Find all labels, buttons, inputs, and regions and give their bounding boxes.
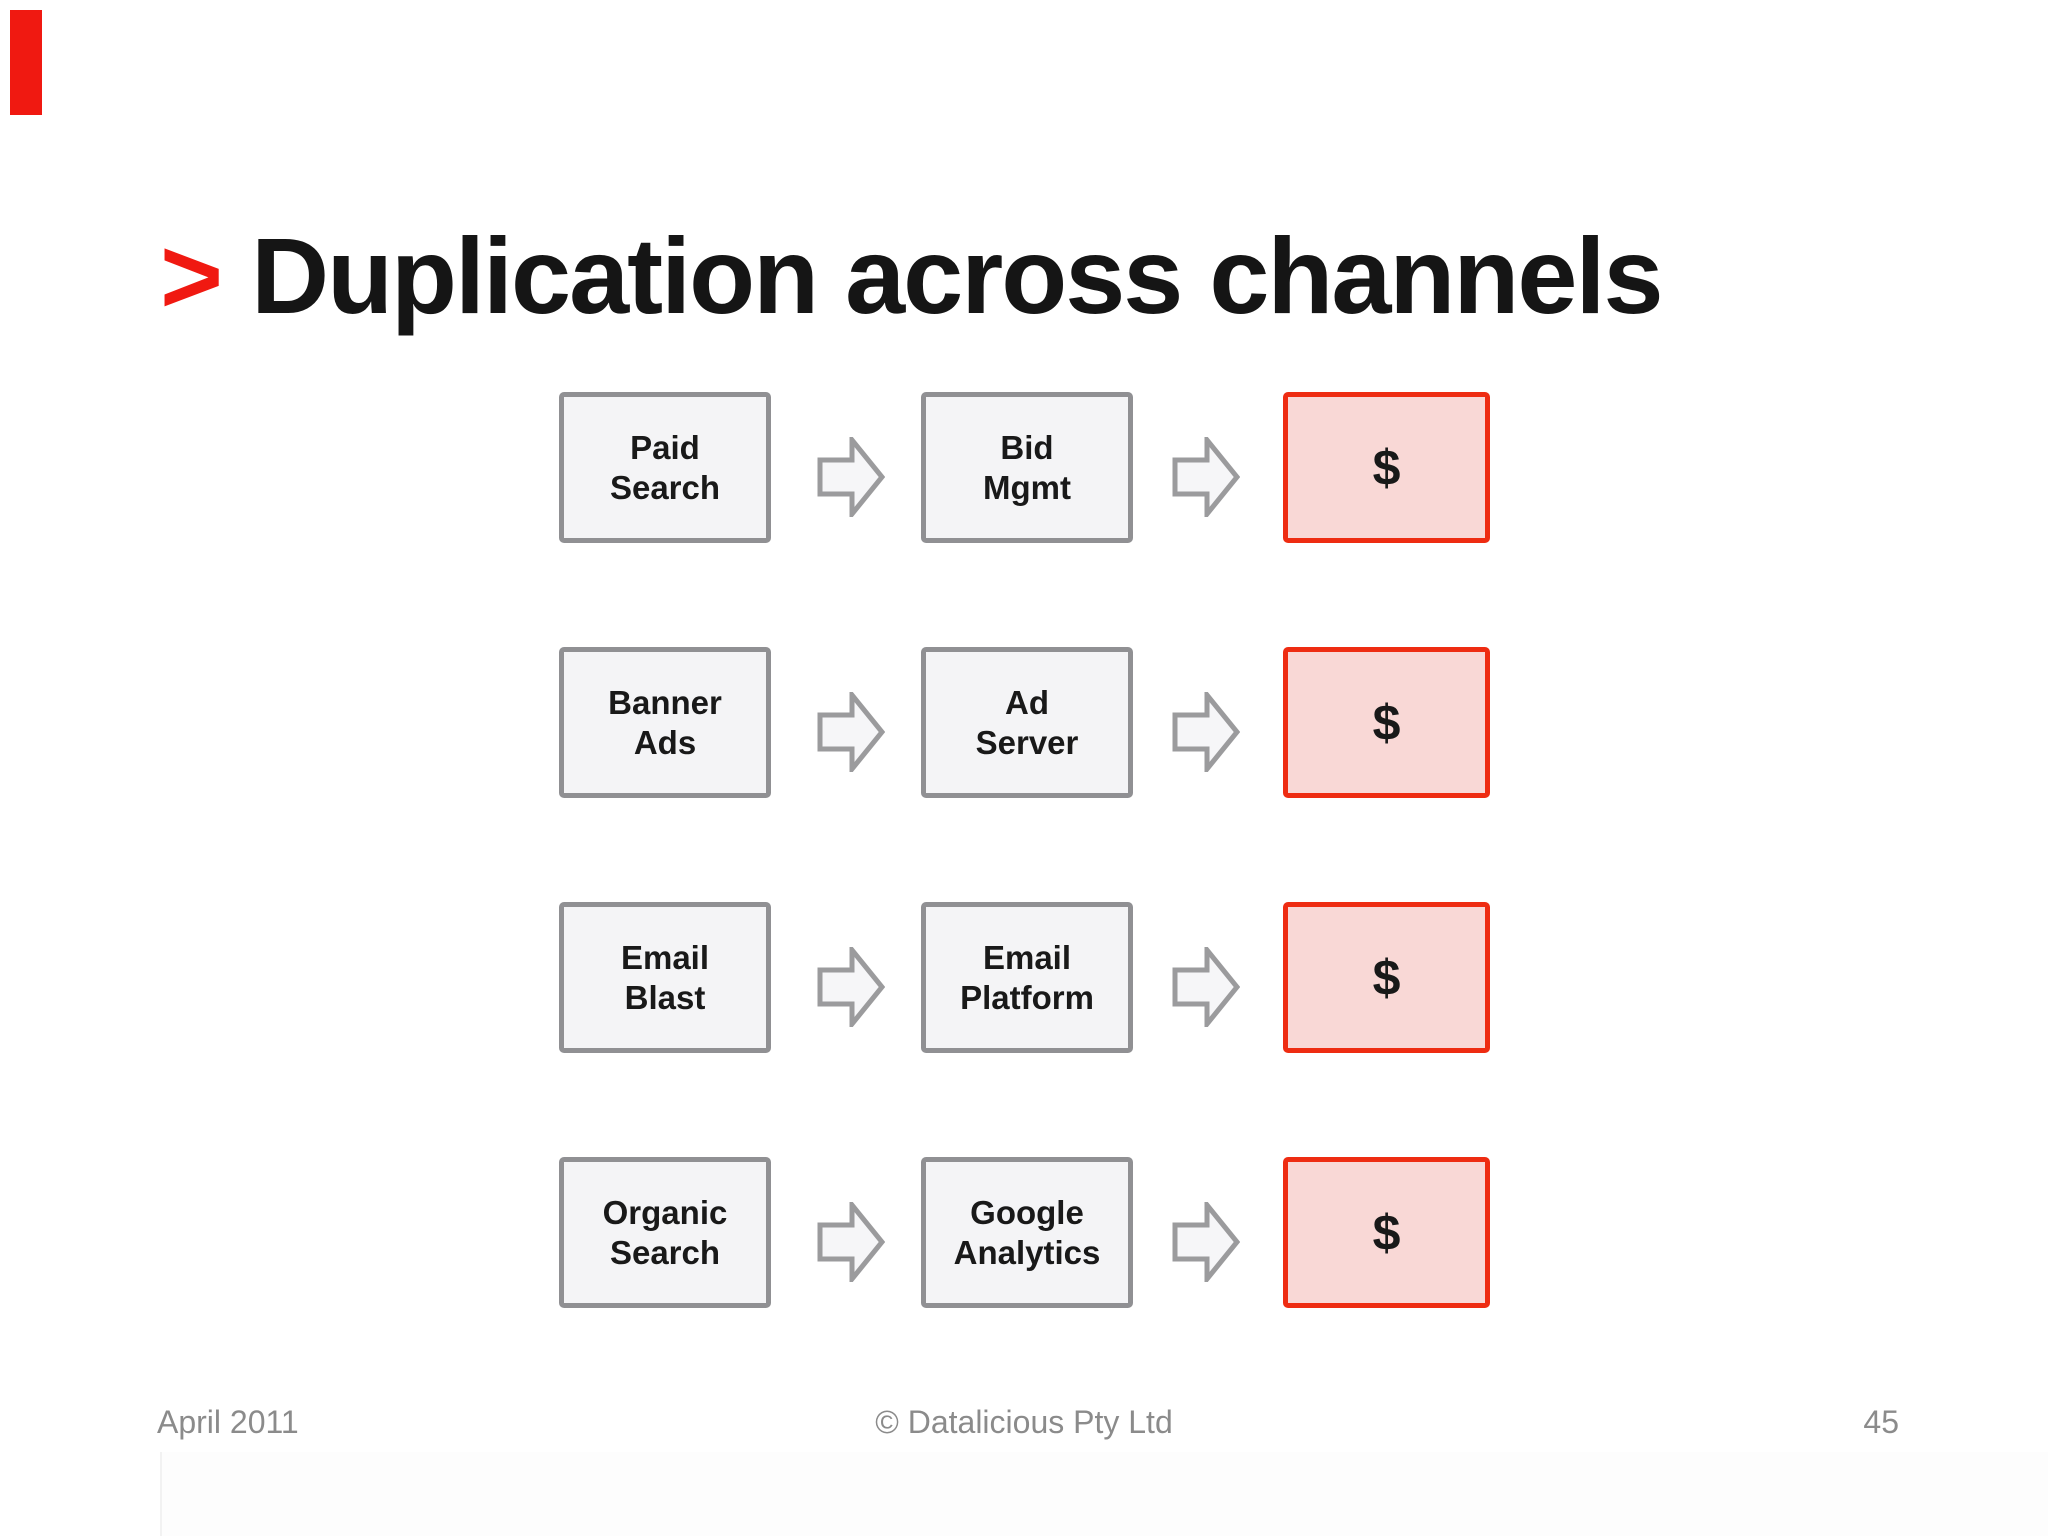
right-arrow-icon xyxy=(817,947,885,1027)
channel-box: Banner Ads xyxy=(559,647,771,798)
flow-row: Paid Search Bid Mgmt $ xyxy=(0,392,2048,543)
channel-box: Organic Search xyxy=(559,1157,771,1308)
page-title-text: Duplication across channels xyxy=(251,215,1663,337)
platform-box: Bid Mgmt xyxy=(921,392,1133,543)
page-title: >Duplication across channels xyxy=(160,214,1664,338)
footer-page-number: 45 xyxy=(1863,1404,1899,1440)
platform-label-line: Google xyxy=(970,1193,1084,1231)
slide-footer: © Datalicious Pty Ltd April 2011 45 xyxy=(0,1404,2048,1446)
page-edge-band xyxy=(160,1452,2048,1536)
channel-label-line: Email xyxy=(620,938,710,976)
cost-label: $ xyxy=(1372,439,1401,496)
platform-box: Email Platform xyxy=(921,902,1133,1053)
platform-label-line: Analytics xyxy=(953,1233,1101,1271)
right-arrow-icon xyxy=(817,437,885,517)
cost-box: $ xyxy=(1283,902,1490,1053)
footer-date: April 2011 xyxy=(157,1404,299,1440)
platform-label-line: Mgmt xyxy=(983,468,1071,506)
flow-row: Banner Ads Ad Server $ xyxy=(0,647,2048,798)
flow-row: Organic Search Google Analytics $ xyxy=(0,1157,2048,1308)
platform-label-line: Email xyxy=(982,938,1072,976)
channel-label-line: Ads xyxy=(633,723,697,761)
corner-accent-bar xyxy=(10,10,42,115)
platform-label-line: Ad xyxy=(1005,683,1049,721)
right-arrow-icon xyxy=(1172,947,1240,1027)
cost-box: $ xyxy=(1283,647,1490,798)
platform-label-line: Platform xyxy=(960,978,1094,1016)
channel-label-line: Search xyxy=(609,468,721,506)
channel-label-line: Blast xyxy=(624,978,706,1016)
right-arrow-icon xyxy=(817,1202,885,1282)
footer-copyright: © Datalicious Pty Ltd xyxy=(875,1404,1173,1440)
platform-label-line: Server xyxy=(975,723,1079,761)
channel-label-line: Search xyxy=(609,1233,721,1271)
platform-box: Google Analytics xyxy=(921,1157,1133,1308)
right-arrow-icon xyxy=(817,692,885,772)
platform-label-line: Bid xyxy=(1000,428,1054,466)
channel-label-line: Banner xyxy=(608,683,722,721)
right-arrow-icon xyxy=(1172,1202,1240,1282)
channel-box: Paid Search xyxy=(559,392,771,543)
cost-label: $ xyxy=(1372,949,1401,1006)
cost-box: $ xyxy=(1283,392,1490,543)
right-arrow-icon xyxy=(1172,437,1240,517)
cost-box: $ xyxy=(1283,1157,1490,1308)
cost-label: $ xyxy=(1372,1204,1401,1261)
right-arrow-icon xyxy=(1172,692,1240,772)
channel-box: Email Blast xyxy=(559,902,771,1053)
flow-row: Email Blast Email Platform $ xyxy=(0,902,2048,1053)
title-bullet: > xyxy=(160,215,223,337)
channel-label-line: Organic xyxy=(602,1193,728,1231)
cost-label: $ xyxy=(1372,694,1401,751)
platform-box: Ad Server xyxy=(921,647,1133,798)
channel-label-line: Paid xyxy=(630,428,700,466)
